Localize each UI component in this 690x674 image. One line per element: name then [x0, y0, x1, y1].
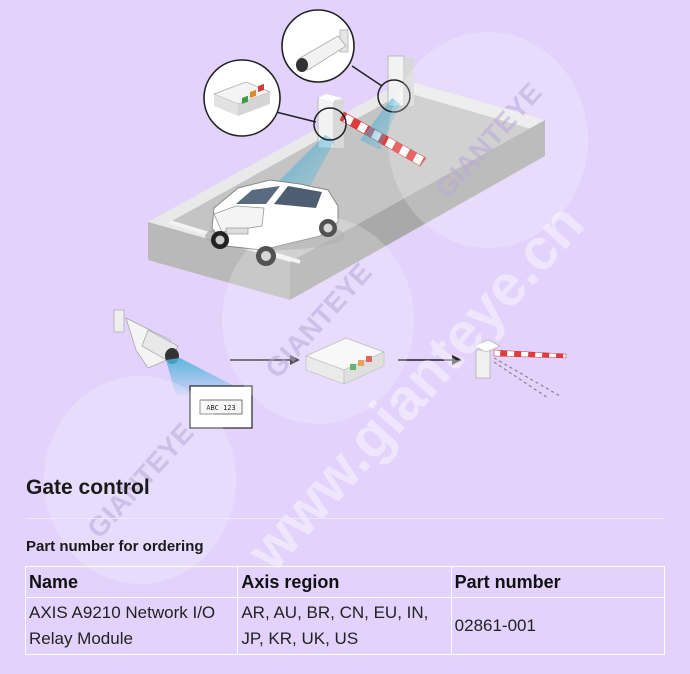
arrow-to-module — [230, 355, 300, 365]
zoom-io-module — [203, 59, 317, 137]
gate-control-illustration: ABC 123 — [113, 9, 567, 429]
workflow-io-module — [304, 337, 386, 385]
zoom-marker-front — [313, 107, 347, 141]
plate-number: ABC 123 — [206, 404, 236, 412]
header-part-number: Part number — [450, 566, 666, 598]
table-row: AXIS A9210 Network I/O Relay Module AR, … — [24, 597, 666, 655]
zoom-camera — [281, 9, 383, 87]
cell-name: AXIS A9210 Network I/O Relay Module — [24, 597, 239, 655]
car — [205, 179, 345, 266]
cell-axis-region: AR, AU, BR, CN, EU, IN, JP, KR, UK, US — [237, 597, 452, 655]
divider — [26, 518, 664, 519]
section-title: Gate control — [26, 476, 150, 499]
license-plate: ABC 123 — [189, 385, 253, 429]
part-number-table: Name Axis region Part number AXIS A9210 … — [24, 566, 666, 655]
header-name: Name — [24, 566, 239, 598]
arrow-to-gate — [398, 355, 462, 365]
workflow-barrier — [473, 339, 567, 399]
header-axis-region: Axis region — [237, 566, 452, 598]
ordering-subheading: Part number for ordering — [26, 538, 204, 555]
table-header-row: Name Axis region Part number — [24, 566, 666, 598]
workflow-camera — [113, 309, 238, 396]
cell-part-number: 02861-001 — [450, 597, 666, 655]
zoom-marker-rear — [377, 79, 411, 113]
